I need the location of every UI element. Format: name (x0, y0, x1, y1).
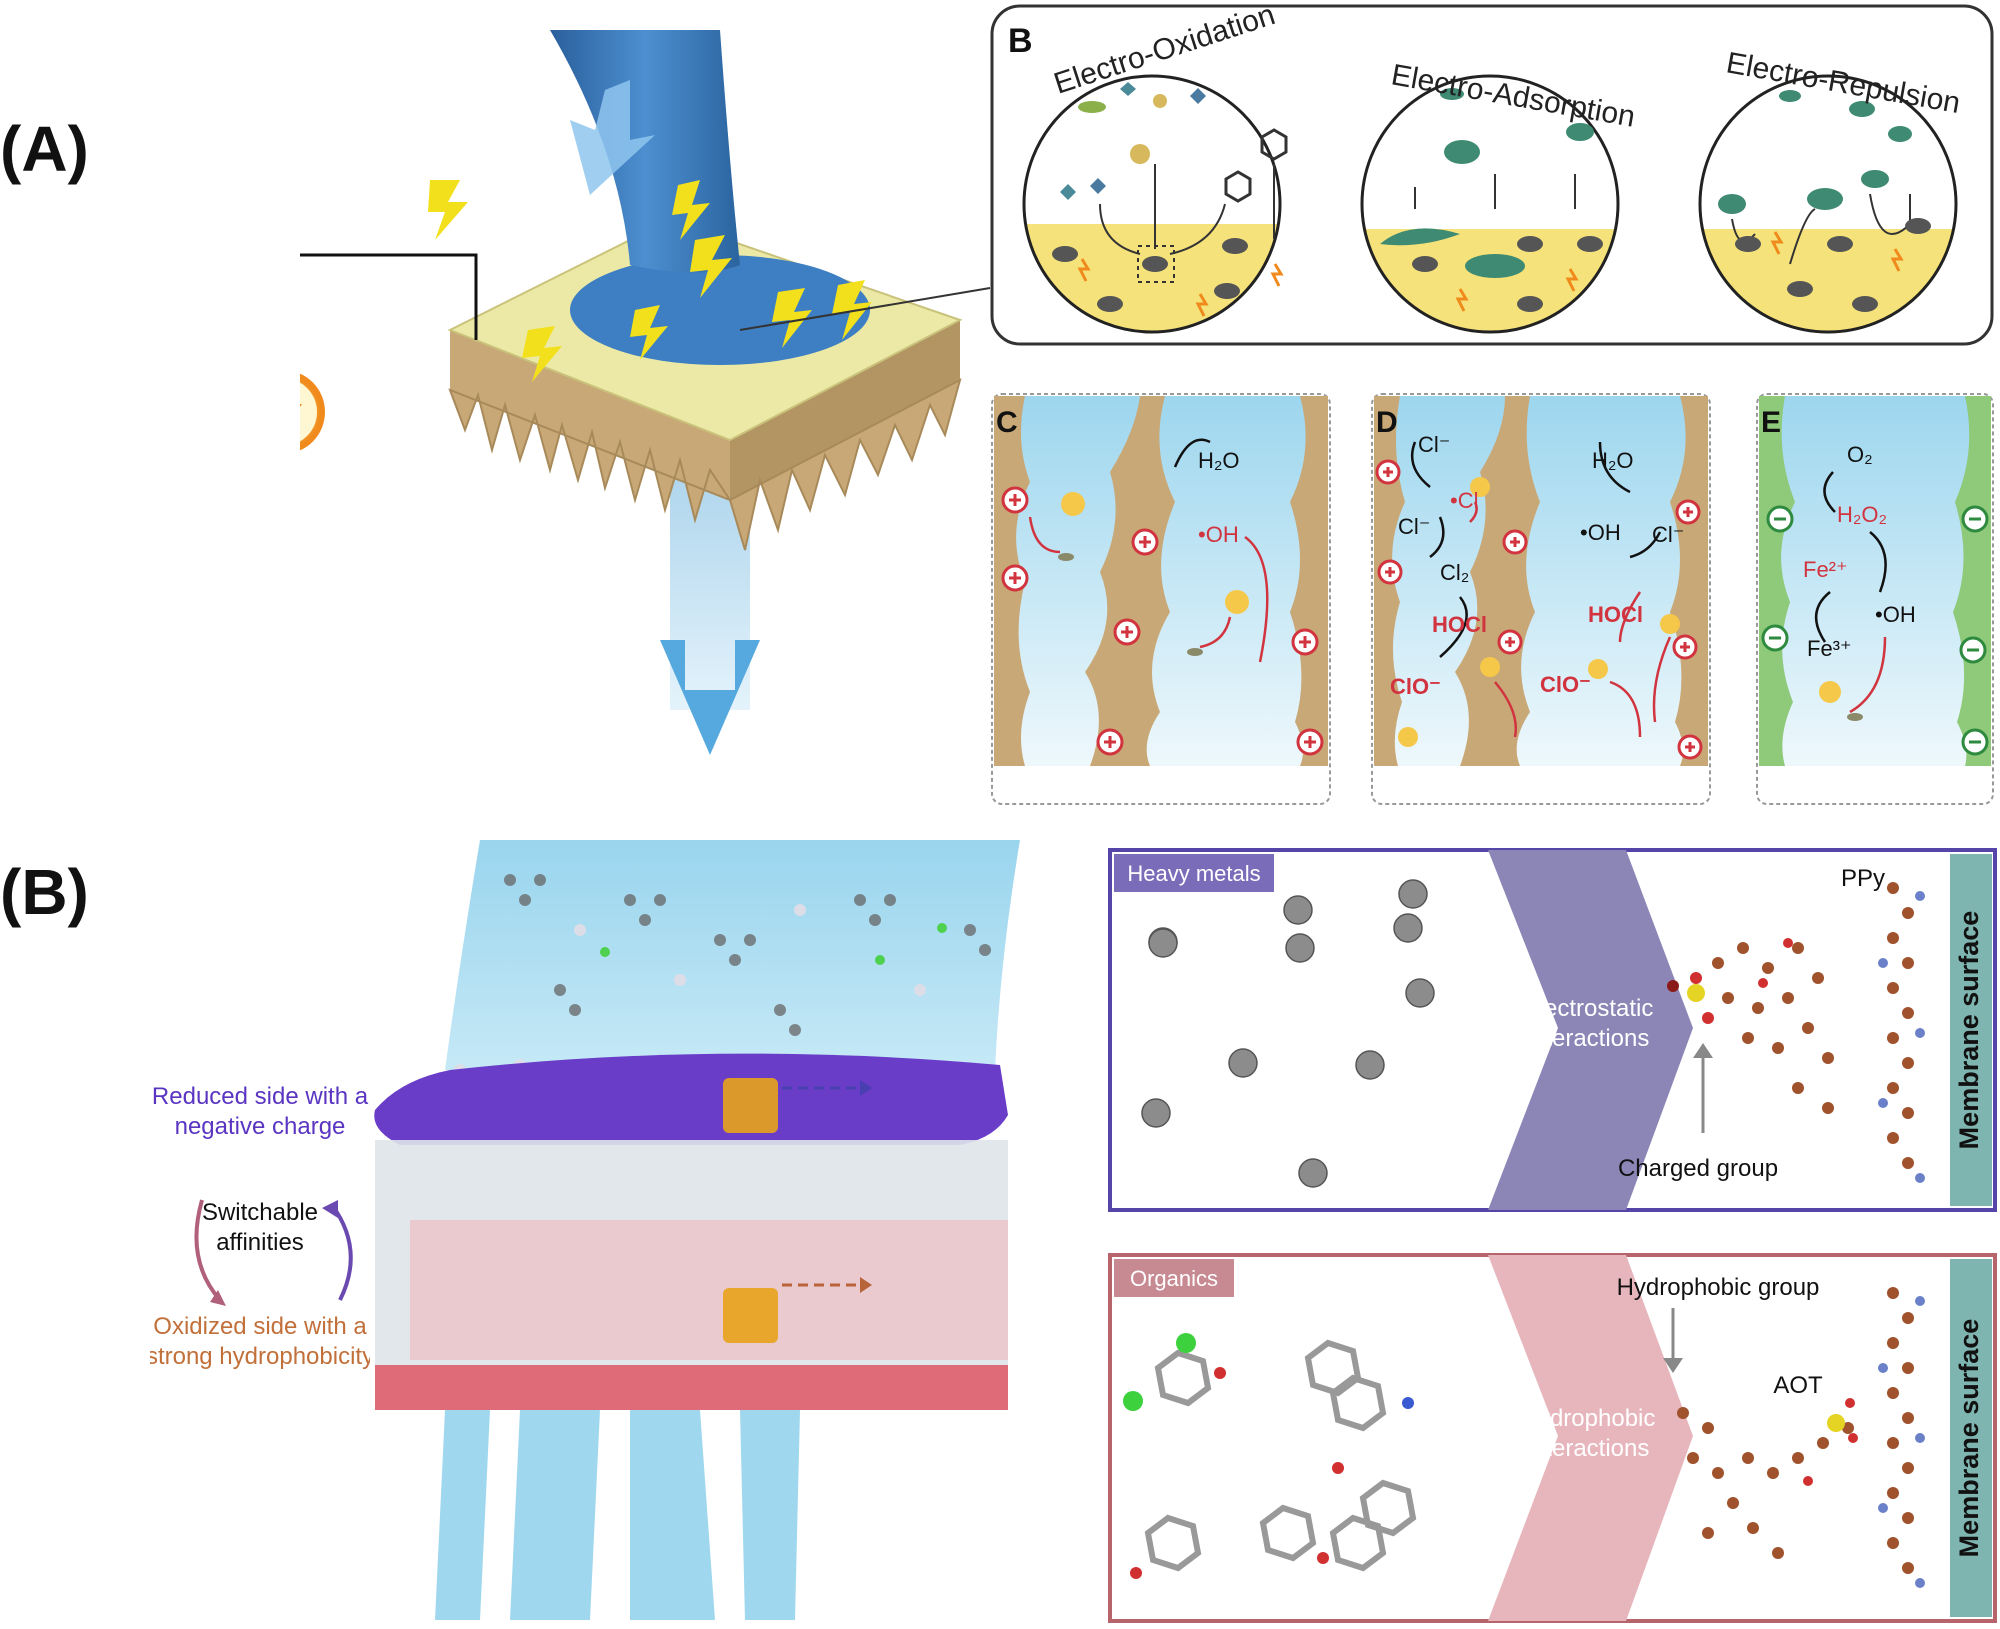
d-cl-3: Cl⁻ (1652, 522, 1684, 547)
power-source-icon (300, 373, 325, 451)
lightning-bolt-icon (832, 280, 872, 340)
e-o2: O₂ (1847, 442, 1873, 467)
ppy-dopant-molecule (1712, 942, 1834, 1114)
ppy-chain (1887, 1287, 1914, 1574)
reduced-side-label-line2: negative charge (175, 1113, 346, 1140)
heavy-metals-tag (1114, 854, 1274, 892)
e-fe3: Fe³⁺ (1807, 636, 1852, 661)
water-pool (570, 255, 870, 365)
oxidized-side-label-line2: strong hydrophobicity (150, 1343, 370, 1370)
circuit-wire (300, 253, 478, 340)
lightning-bolt-icon (522, 326, 562, 382)
e-h2o2: H₂O₂ (1837, 502, 1887, 527)
hydrophobic-group-label: Hydrophobic group (1617, 1274, 1820, 1301)
ppy-chain (1887, 882, 1914, 1169)
oxidized-highlight (723, 1288, 778, 1343)
aot-molecule (1677, 1407, 1854, 1559)
d-hocl-2: HOCl (1588, 602, 1643, 627)
hydrophobic-label-line1: Hydrophobic (1521, 1405, 1656, 1432)
panel-c-letter: C (996, 406, 1018, 439)
membrane-right (730, 320, 960, 500)
oxidized-side-label-line1: Oxidized side with a (153, 1313, 367, 1340)
lightning-bolt-icon (630, 305, 668, 360)
switchable-membrane-illustration (194, 840, 1020, 1620)
panel-e: E O₂ H₂O₂ Fe²⁺ •OH Fe³⁺ (1756, 393, 1994, 805)
panel-e-letter: E (1761, 406, 1781, 439)
membrane-surface-label-top: Membrane surface (1954, 911, 1984, 1150)
inflow-arrow (570, 80, 655, 195)
organics-tag (1114, 1259, 1234, 1297)
panel-c: C H₂O •OH (991, 393, 1331, 805)
heavy-metals-tag-text: Heavy metals (1127, 861, 1260, 886)
reduced-layer (374, 1053, 1008, 1145)
electrostatic-label-line2: interactions (1527, 1025, 1650, 1052)
organics-tag-text: Organics (1130, 1266, 1218, 1291)
c-oh: •OH (1198, 522, 1239, 547)
e-oh: •OH (1875, 602, 1916, 627)
pore-mechanisms: C H₂O •OH D Cl⁻ •Cl Cl⁻ Cl₂ HOCl ClO⁻ H₂… (991, 393, 1994, 805)
d-hocl-1: HOCl (1432, 612, 1487, 637)
d-cl-2: Cl⁻ (1398, 514, 1430, 539)
c-h2o: H₂O (1198, 448, 1240, 473)
ppy-label: PPy (1841, 865, 1885, 892)
d-h2o: H₂O (1592, 448, 1634, 473)
electro-repulsion-circle (1698, 74, 1958, 334)
organics-box: Organics Hydrophobic interactions AOT Hy… (1108, 1253, 1997, 1623)
oxidized-layer (375, 1365, 1008, 1410)
lightning-bolt-icon (772, 288, 812, 348)
e-fe2: Fe²⁺ (1803, 557, 1848, 582)
d-oh: •OH (1580, 520, 1621, 545)
hydrophobic-band (1488, 1255, 1693, 1621)
d-cl2: Cl₂ (1440, 560, 1469, 585)
organic-molecule (1144, 1339, 1417, 1572)
membrane-surface-bar (1950, 1259, 1992, 1617)
membrane-illustration (300, 30, 991, 755)
reduced-highlight (723, 1078, 778, 1133)
lightning-bolt-icon (672, 180, 710, 240)
outflow-arrow (660, 640, 760, 755)
membrane-front (450, 330, 730, 500)
d-clo-1: ClO⁻ (1390, 674, 1441, 699)
panel-a-label: (A) (0, 113, 89, 185)
panel-b-label: (B) (0, 856, 89, 928)
d-cl-1: Cl⁻ (1418, 432, 1450, 457)
lightning-bolt-icon (428, 180, 468, 240)
lightning-bolt-icon (690, 235, 732, 298)
d-cl-radical: •Cl (1450, 488, 1478, 513)
d-clo-2: ClO⁻ (1540, 672, 1591, 697)
permeate-water (435, 1410, 800, 1620)
switchable-label-line1: Switchable (202, 1199, 318, 1226)
membrane-surface-label-bottom: Membrane surface (1954, 1319, 1984, 1558)
callout-line (739, 287, 991, 331)
switchable-label-line2: affinities (216, 1229, 304, 1256)
panel-d: D Cl⁻ •Cl Cl⁻ Cl₂ HOCl ClO⁻ H₂O •OH Cl⁻ … (1371, 393, 1711, 805)
electrostatic-label-line1: Electrostatic (1523, 995, 1654, 1022)
heavy-metals-box: Heavy metals Electrostatic interactions … (1108, 848, 1997, 1212)
reduced-side-label-line1: Reduced side with a (152, 1083, 369, 1110)
membrane-side-labels: Reduced side with a negative charge Swit… (150, 1083, 370, 1370)
membrane-pores (448, 378, 962, 551)
mechanisms-box: B Electro-Oxidation (990, 4, 1994, 346)
charged-group-label: Charged group (1618, 1155, 1778, 1182)
panel-d-letter: D (1376, 406, 1398, 439)
aot-label: AOT (1773, 1372, 1823, 1399)
electrostatic-band (1488, 850, 1693, 1210)
membrane-surface-bar (1950, 854, 1992, 1206)
mechanisms-letter: B (1008, 22, 1033, 60)
hydrophobic-label-line2: interactions (1527, 1435, 1650, 1462)
